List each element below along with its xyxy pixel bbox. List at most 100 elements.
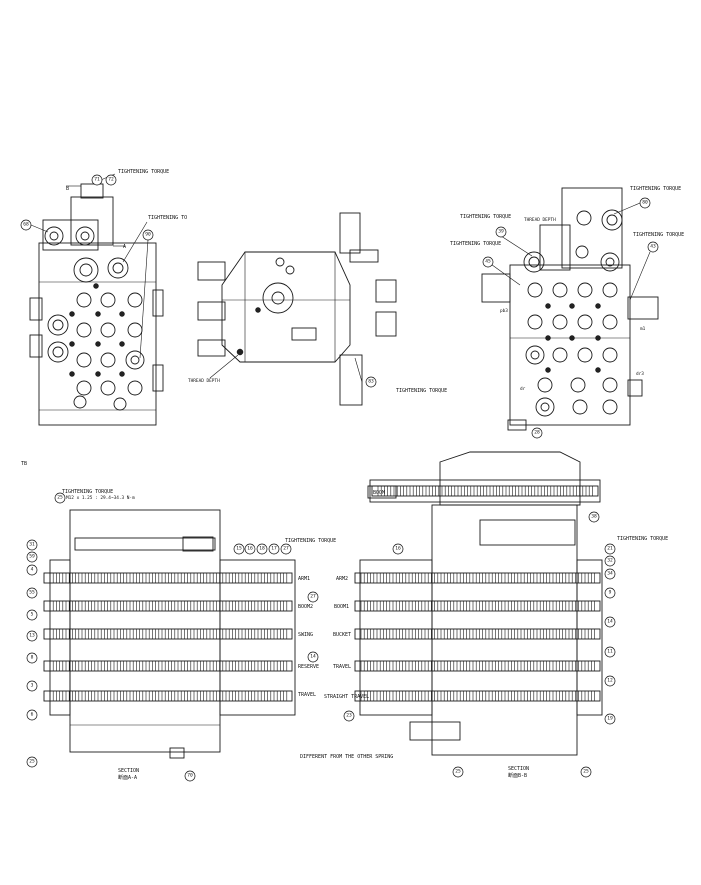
section-label-a: SECTION bbox=[118, 768, 139, 774]
balloon-4: 4 bbox=[31, 567, 34, 573]
balloon-11: 11 bbox=[607, 649, 613, 655]
mark-pb: pb3 bbox=[500, 308, 508, 314]
mark-dr: dr bbox=[520, 386, 526, 392]
label-boom: BOOM bbox=[373, 490, 385, 496]
label-straight-travel: STRAIGHT TRAVEL bbox=[324, 694, 369, 700]
section-a-a: 断面A-A bbox=[118, 774, 137, 781]
balloon-34: 34 bbox=[607, 571, 613, 577]
mark-m: m1 bbox=[640, 326, 646, 332]
balloon-12: 12 bbox=[607, 678, 613, 684]
top-view-center: THREAD DEPTH TIGHTENING TORQUE 83 bbox=[188, 212, 447, 406]
balloon-14: 14 bbox=[310, 654, 316, 660]
label-boom2: BOOM2 bbox=[298, 604, 313, 610]
label-bucket: BUCKET bbox=[333, 632, 351, 638]
spool-row bbox=[43, 572, 293, 584]
balloon-25-bottom-a: 25 bbox=[29, 759, 35, 765]
balloon-17: 17 bbox=[271, 546, 277, 552]
label-travel-left: TRAVEL bbox=[298, 692, 316, 698]
balloon-19: 19 bbox=[607, 716, 613, 722]
balloon-27: 27 bbox=[283, 546, 289, 552]
side-view-right: TIGHTENING TORQUE TIGHTENING TORQUE TIGH… bbox=[450, 186, 684, 426]
spool-row bbox=[354, 572, 601, 584]
sheet-mark-tb: TB bbox=[21, 461, 27, 467]
balloon-68: 68 bbox=[23, 222, 29, 228]
balloon-71: 71 bbox=[94, 177, 100, 183]
thread-depth-label-2: THREAD DEPTH bbox=[524, 217, 556, 223]
balloon-25-top-a: 25 bbox=[57, 495, 63, 501]
balloon-14b: 14 bbox=[607, 619, 613, 625]
balloon-31: 31 bbox=[29, 542, 35, 548]
thread-depth-label-1: THREAD DEPTH bbox=[188, 378, 220, 384]
balloon-80: 80 bbox=[642, 200, 648, 206]
balloon-72: 72 bbox=[108, 177, 114, 183]
label-reserve: RESERVE bbox=[298, 664, 319, 670]
balloon-27b: 27 bbox=[310, 594, 316, 600]
balloon-16: 16 bbox=[247, 546, 253, 552]
torque-label-8: TIGHTENING TORQUE bbox=[62, 489, 113, 495]
section-mark-b: B bbox=[66, 186, 69, 192]
spool-row bbox=[43, 628, 293, 640]
section-mark-a: A bbox=[123, 244, 126, 250]
balloon-23: 23 bbox=[346, 713, 352, 719]
balloon-45: 45 bbox=[485, 259, 491, 265]
label-swing: SWING bbox=[298, 632, 313, 638]
spool-row bbox=[354, 690, 601, 702]
balloon-9: 9 bbox=[609, 590, 612, 596]
lower-balloons: 25 31 59 4 55 5 13 8 3 6 25 70 15 16 18 … bbox=[26, 427, 616, 782]
torque-label-7: TIGHTENING TORQUE bbox=[450, 241, 501, 247]
spool-row bbox=[354, 660, 601, 672]
torque-label-10: TIGHTENING TORQUE bbox=[617, 536, 668, 542]
spool-row bbox=[43, 660, 293, 672]
balloon-59: 59 bbox=[29, 554, 35, 560]
balloon-15: 15 bbox=[236, 546, 242, 552]
torque-label-4: TIGHTENING TORQUE bbox=[630, 186, 681, 192]
balloon-16b: 16 bbox=[395, 546, 401, 552]
section-b-b: 断面B-B bbox=[508, 772, 527, 779]
torque-label-2: TIGHTENING TO bbox=[148, 215, 187, 221]
balloon-21: 21 bbox=[607, 546, 613, 552]
torque-label-5: TIGHTENING TORQUE bbox=[633, 232, 684, 238]
side-port-circles bbox=[523, 209, 623, 417]
balloon-32: 32 bbox=[607, 558, 613, 564]
balloon-43: 43 bbox=[650, 244, 656, 250]
label-boom1: BOOM1 bbox=[334, 604, 349, 610]
spool-group-a bbox=[43, 572, 293, 702]
section-a-a-view: TIGHTENING TORQUE M12 x 1.25 : 29.4~34.3… bbox=[43, 489, 336, 781]
balloon-18: 18 bbox=[259, 546, 265, 552]
spool-row bbox=[354, 628, 601, 640]
section-label-b: SECTION bbox=[508, 766, 529, 772]
port-circles bbox=[44, 226, 145, 411]
balloon-28: 28 bbox=[534, 430, 540, 436]
torque-spec: M12 x 1.25 : 29.4~34.3 N·m bbox=[66, 495, 135, 501]
balloon-39: 39 bbox=[498, 229, 504, 235]
spool-group-b bbox=[354, 485, 601, 702]
balloon-70: 70 bbox=[187, 773, 193, 779]
spool-row bbox=[354, 600, 601, 612]
balloon-8: 8 bbox=[31, 655, 34, 661]
front-view-left: TIGHTENING TORQUE TIGHTENING TO B A 71 7… bbox=[20, 169, 187, 426]
label-travel-right: TRAVEL bbox=[333, 664, 351, 670]
spool-row bbox=[43, 690, 293, 702]
spool-row bbox=[43, 600, 293, 612]
torque-label-9: TIGHTENING TORQUE bbox=[285, 538, 336, 544]
label-arm2: ARM2 bbox=[336, 576, 348, 582]
balloon-83: 83 bbox=[368, 379, 374, 385]
balloon-25-bottom-b: 25 bbox=[455, 769, 461, 775]
label-arm1: ARM1 bbox=[298, 576, 310, 582]
torque-label-1: TIGHTENING TORQUE bbox=[118, 169, 169, 175]
balloon-38: 38 bbox=[591, 514, 597, 520]
mark-da: dr3 bbox=[636, 371, 644, 377]
section-b-b-view: BOOM ARM2 BOOM1 BUCKET TRAVEL STRAIGHT T… bbox=[300, 419, 668, 779]
torque-label-3: TIGHTENING TORQUE bbox=[396, 388, 447, 394]
balloon-90: 90 bbox=[145, 232, 151, 238]
balloon-55: 55 bbox=[29, 590, 35, 596]
balloon-6: 6 bbox=[31, 712, 34, 718]
balloon-25-bottom-c: 25 bbox=[583, 769, 589, 775]
label-different-spring: DIFFERENT FROM THE OTHER SPRING bbox=[300, 754, 393, 760]
spool-row bbox=[371, 485, 599, 497]
balloon-13: 13 bbox=[29, 633, 35, 639]
balloon-3: 3 bbox=[31, 683, 34, 689]
balloon-5: 5 bbox=[31, 612, 34, 618]
torque-label-6: TIGHTENING TORQUE bbox=[460, 214, 511, 220]
